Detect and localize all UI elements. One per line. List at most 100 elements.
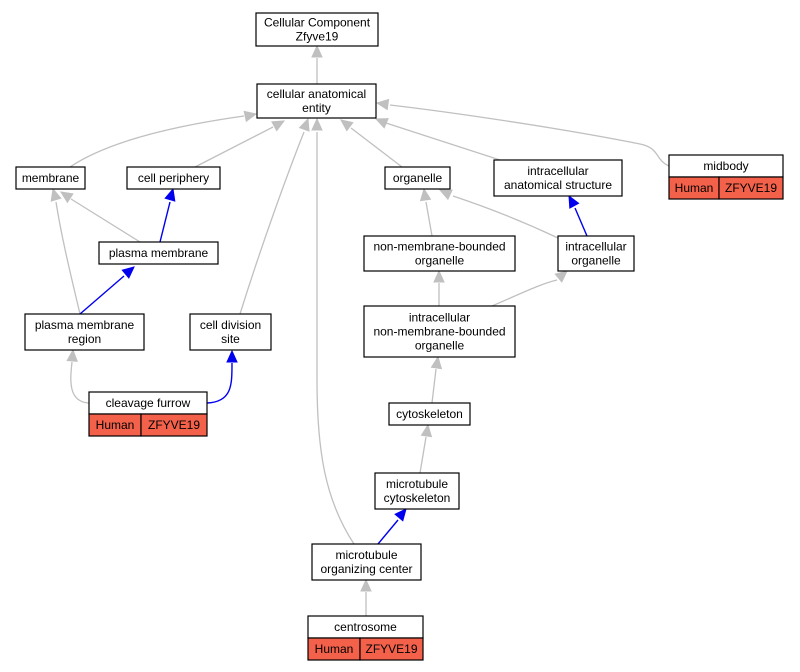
edges-layer [50,44,670,616]
edge-arrowhead [374,118,389,129]
edge-arrowhead [311,117,323,131]
node-label-line: site [221,332,240,346]
edge-line [377,519,399,545]
node-box [24,313,145,351]
node-label-line: cytoskeleton [396,407,463,421]
node-box [374,472,460,510]
node-box [493,159,623,197]
node-label-line: cytoskeleton [384,491,451,505]
edge-line [55,201,81,315]
edge-line [194,126,274,168]
node-label-line: organelle [415,254,465,268]
edge-arrowhead [164,187,176,202]
node-inmbo[interactable]: intracellularnon-membrane-boundedorganel… [363,305,516,358]
edge-midbody-to-cae [375,98,670,167]
edge-line [425,201,433,237]
edge-cds-to-cae [239,117,310,315]
edge-intracellular_organelle-to-ias [568,194,588,237]
node-cell-periphery[interactable]: cell periphery [126,166,221,190]
node-label-line: centrosome [334,620,397,634]
annotation-species: Human [315,642,354,656]
node-label-line: non-membrane-bounded [373,240,505,254]
node-label-line: organizing center [320,562,412,576]
edge-line [79,275,125,315]
node-label-line: midbody [703,159,748,173]
annotation-gene: ZFYVE19 [365,642,417,656]
annotation-gene-cell [359,637,424,661]
edge-mtoc-to-mt_cytoskeleton [377,508,407,545]
edge-line [389,104,670,167]
annotation-gene-cell [718,176,784,200]
annotation-gene-cell [140,413,208,437]
edge-arrowhead [66,348,78,362]
annotation-gene: ZFYVE19 [725,181,777,195]
edge-nmbo-to-organelle [419,187,433,237]
edge-plasma_membrane-to-membrane [59,191,141,243]
edge-arrowhead [50,187,62,202]
edge-arrowhead [438,189,453,201]
edge-membrane-to-cae [69,110,258,168]
edge-arrowhead [554,270,568,283]
edge-mt_cytoskeleton-to-cytoskeleton [419,423,433,474]
edge-organelle-to-cae [340,119,403,168]
edge-line [69,115,245,168]
edge-cytoskeleton-to-inmbo [430,355,443,404]
node-box [557,235,635,272]
node-label-line: cell periphery [138,171,209,185]
edge-arrowhead [340,119,354,132]
annotation-species: Human [675,181,714,195]
edge-inmbo-to-nmbo [433,269,445,306]
annotation-species: Human [96,418,135,432]
edge-arrowhead [420,423,433,438]
node-cytoskeleton[interactable]: cytoskeleton [388,402,471,426]
node-label-line: entity [302,101,331,115]
edge-plasma_membrane-to-cell_periphery [159,187,176,243]
node-box [388,402,471,426]
edge-line [316,132,355,545]
node-box [255,12,379,47]
edge-line [431,368,437,404]
node-label-line: membrane [22,171,80,185]
node-box [363,305,516,358]
edge-centrosome-to-mtoc [360,578,372,616]
node-box [384,166,451,190]
node-label-line: intracellular [409,311,470,325]
edge-line [70,198,141,243]
node-label-line: organelle [393,171,443,185]
edge-cleavage_furrow-to-cds [206,349,238,404]
edge-inmbo-to-intracellular_organelle [491,270,568,307]
node-box [363,235,516,272]
edge-arrowhead [226,349,238,363]
node-box [15,166,86,190]
node-box [98,241,219,265]
node-label-line: plasma membrane [109,246,209,260]
node-membrane[interactable]: membrane [15,166,86,190]
edge-arrowhead [419,187,432,202]
edge-intracellular_organelle-to-organelle [438,189,559,239]
node-box [311,543,422,581]
edge-pmr-to-plasma_membrane [79,266,135,315]
node-label-line: cleavage furrow [106,396,191,410]
node-label-line: intracellular [527,164,588,178]
node-label-line: microtubule [335,548,397,562]
edge-line [385,122,501,161]
node-label-line: anatomical structure [504,178,612,192]
edge-arrowhead [375,98,390,111]
node-organelle[interactable]: organelle [384,166,451,190]
edge-line [419,436,427,474]
node-plasma-membrane[interactable]: plasma membrane [98,241,219,265]
